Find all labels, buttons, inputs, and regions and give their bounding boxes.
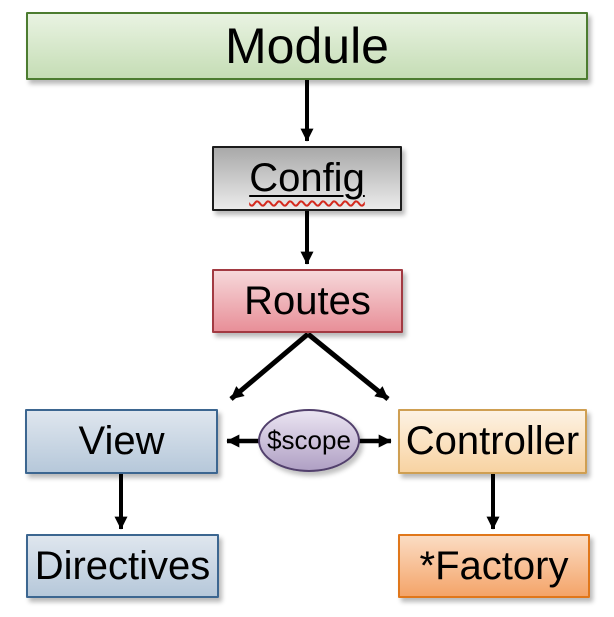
- node-scope-ellipse: $scope: [258, 409, 360, 472]
- node-routes: Routes: [212, 269, 403, 333]
- node-config-underline: Config: [249, 156, 365, 201]
- arrow-routes-controller: [306, 332, 390, 401]
- node-config: Config: [212, 146, 402, 211]
- node-config-label: Config: [249, 156, 365, 200]
- node-controller-label: Controller: [405, 419, 580, 463]
- node-factory-label: *Factory: [419, 543, 569, 588]
- node-view: View: [25, 409, 218, 474]
- arrow-routes-view: [229, 332, 310, 401]
- node-view-label: View: [78, 419, 165, 463]
- node-controller: Controller: [398, 409, 587, 474]
- node-scope-label: $scope: [267, 425, 351, 455]
- node-routes-label: Routes: [244, 278, 371, 323]
- node-directives-label: Directives: [34, 543, 211, 588]
- node-module-label: Module: [225, 18, 389, 74]
- node-module: Module: [26, 12, 588, 80]
- node-directives: Directives: [26, 534, 219, 598]
- node-factory: *Factory: [398, 534, 590, 598]
